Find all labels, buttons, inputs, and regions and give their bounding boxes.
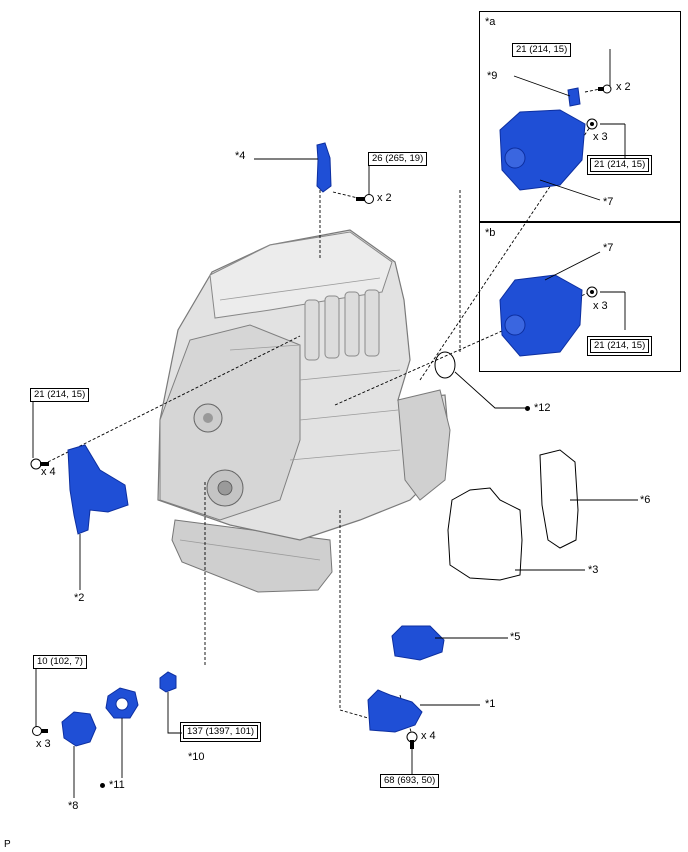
- callout-7b: *7: [603, 242, 614, 254]
- frame-label-a: *a: [485, 16, 496, 28]
- plug-part: [159, 671, 177, 693]
- torque-pump-a-bolt: 21 (214, 15): [512, 43, 572, 57]
- mount-bolt-icon: [406, 731, 418, 749]
- figure-code: P: [4, 839, 11, 850]
- torque-bracket: 21 (214, 15): [30, 388, 90, 402]
- torque-pump-b-nut: 21 (214, 15): [586, 336, 653, 356]
- qty-bracket: x 4: [41, 466, 56, 478]
- qty-pump-a-nut: x 3: [593, 131, 608, 143]
- callout-11: *11: [100, 779, 125, 792]
- bracket-part: [67, 444, 129, 535]
- callout-10: *10: [188, 751, 205, 763]
- engine-mount-part: [367, 689, 423, 733]
- torque-cover: 10 (102, 7): [33, 655, 87, 669]
- engine-hanger-part: [316, 142, 332, 193]
- engine-assembly: [157, 229, 451, 593]
- callout-6: *6: [640, 494, 651, 506]
- part-9: [567, 87, 581, 107]
- callout-leaders: [32, 49, 638, 798]
- callout-9: *9: [487, 70, 498, 82]
- cover-bolt-icon: [32, 726, 48, 736]
- pump-b-nut-icon: [586, 286, 598, 298]
- insulator-part-3: [447, 487, 523, 581]
- callout-2: *2: [74, 592, 85, 604]
- qty-pump-b-nut: x 3: [593, 300, 608, 312]
- frame-variant-b: [479, 221, 681, 372]
- callout-7a: *7: [603, 196, 614, 208]
- qty-hanger: x 2: [377, 192, 392, 204]
- torque-mount: 68 (693, 50): [380, 774, 440, 788]
- callout-12: *12: [525, 402, 551, 415]
- qty-mount: x 4: [421, 730, 436, 742]
- part-5: [391, 625, 445, 661]
- callout-1: *1: [485, 698, 496, 710]
- callout-3: *3: [588, 564, 599, 576]
- insulator-part-6: [539, 449, 579, 549]
- hanger-bolt-icon: [356, 194, 374, 204]
- frame-label-b: *b: [485, 227, 496, 239]
- torque-pump-a-nut: 21 (214, 15): [586, 155, 653, 175]
- o-ring-part: [434, 351, 456, 379]
- gasket-part-11: [105, 687, 139, 719]
- pump-part-a: [499, 109, 586, 191]
- torque-hanger: 26 (265, 19): [368, 152, 428, 166]
- qty-cover: x 3: [36, 738, 51, 750]
- pump-a-nut-icon: [586, 118, 598, 130]
- qty-pump-a-bolt: x 2: [616, 81, 631, 93]
- bracket-bolt-icon: [30, 458, 49, 470]
- pump-a-bolt-icon: [598, 84, 612, 94]
- frame-variant-a: [479, 11, 681, 223]
- torque-plug: 137 (1397, 101): [179, 722, 262, 742]
- pump-part-b: [499, 274, 583, 357]
- callout-8: *8: [68, 800, 79, 812]
- callout-4: *4: [235, 150, 246, 162]
- callout-5: *5: [510, 631, 521, 643]
- cover-part-8: [61, 711, 97, 747]
